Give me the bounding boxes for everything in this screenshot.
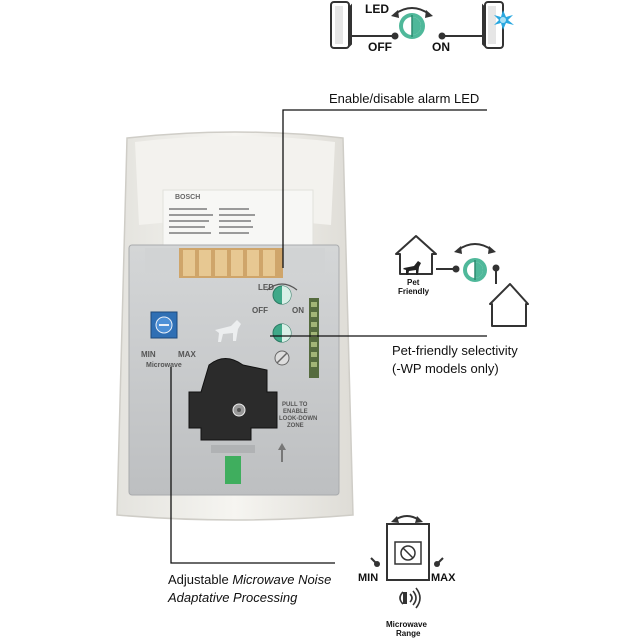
led-connector [179,248,283,278]
microwave-potentiometer [150,311,178,339]
led-on-label: ON [432,40,450,54]
callout-microwave-emph: Microwave Noise [232,572,332,587]
pet-label-line2: Friendly [398,287,430,296]
mw-min-label: MIN [358,572,379,584]
device-max-label: MAX [178,350,196,359]
led-title: LED [365,2,389,16]
device-pull-label-1: PULL TO [282,402,308,408]
led-switch-dial [266,283,298,305]
leader-enable-led [282,109,487,268]
mw-range-line2: Range [396,629,421,638]
look-down-pull-tab [188,358,278,441]
microwave-wave-icon [399,587,421,609]
device-pull-label-2: ENABLE [283,409,308,415]
callout-microwave-prefix: Adjustable [168,572,233,587]
callout-pet-line2: (-WP models only) [392,361,499,376]
device-brand: BOSCH [175,194,201,201]
device-min-label: MIN [141,350,156,359]
empty-house-icon [489,283,529,327]
detector-device [116,131,354,521]
device-led-label: LED [258,283,274,292]
mw-range-line1: Microwave [386,620,427,629]
mw-max-label: MAX [431,572,456,584]
led-off-label: OFF [368,40,392,54]
leader-microwave [170,367,335,564]
switch-off-icon [351,32,399,40]
switch-on-icon [438,32,489,40]
mw-rotate-arrow-icon [394,515,420,521]
callout-enable-led: Enable/disable alarm LED [329,91,480,106]
pet-switch-dial [272,323,292,366]
device-pull-label-4: ZONE [287,423,304,429]
pet-silhouette-icon [215,320,241,342]
callout-microwave-line1: Adjustable Microwave Noise [168,571,331,589]
dip-switch-strip [309,298,319,378]
callout-microwave-line2: Adaptative Processing [168,590,298,605]
device-off-label: OFF [252,306,268,315]
microwave-range-illustration [370,515,444,609]
pet-friendly-illustration [395,235,529,327]
led-illustration [330,1,514,49]
pet-dial-icon [463,258,487,282]
device-on-label: ON [292,306,304,315]
device-pull-label-3: LOOK-DOWN [279,416,318,422]
callout-pet-line1: Pet-friendly selectivity [392,343,518,358]
pet-house-icon [395,235,437,275]
led-flash-icon [494,10,514,30]
pet-rotate-arrow-icon [457,243,493,251]
led-dial-icon [399,13,425,39]
pet-label-line1: Pet [407,278,420,287]
device-microwave-label: Microwave [146,362,182,369]
detector-off-icon [330,1,352,49]
